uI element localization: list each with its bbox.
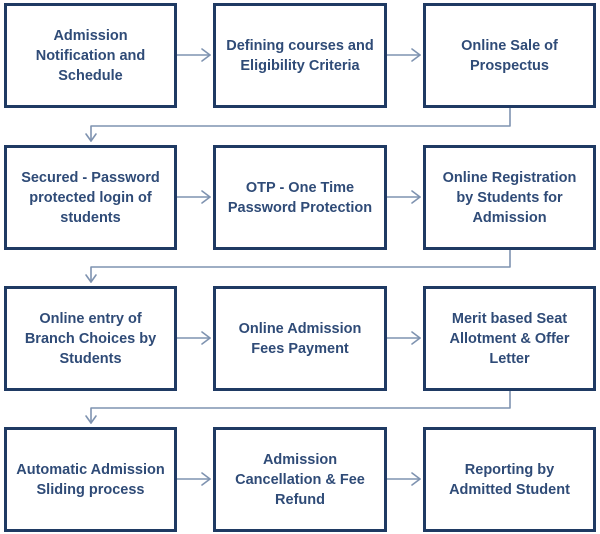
step-label: Automatic Admission Sliding process: [16, 461, 165, 498]
arrow-7-to-8: [176, 331, 211, 345]
step-label: Secured - Password protected login of st…: [21, 169, 160, 226]
step-seat-allotment: Merit based Seat Allotment & Offer Lette…: [423, 286, 596, 391]
arrow-10-to-11: [176, 472, 211, 486]
step-label: Reporting by Admitted Student: [449, 461, 570, 498]
step-label: Merit based Seat Allotment & Offer Lette…: [449, 310, 570, 367]
step-label: Online Sale of Prospectus: [461, 37, 558, 74]
arrow-6-to-7: [85, 249, 511, 283]
step-branch-choices: Online entry of Branch Choices by Studen…: [4, 286, 177, 391]
step-label: Online Registration by Students for Admi…: [442, 169, 577, 226]
arrow-11-to-12: [386, 472, 421, 486]
step-secured-login: Secured - Password protected login of st…: [4, 145, 177, 250]
step-admission-notification: Admission Notification and Schedule: [4, 3, 177, 108]
step-label: Online entry of Branch Choices by Studen…: [24, 310, 157, 367]
arrow-2-to-3: [386, 48, 421, 62]
step-admission-sliding: Automatic Admission Sliding process: [4, 427, 177, 532]
arrow-1-to-2: [176, 48, 211, 62]
step-label: Admission Notification and Schedule: [35, 27, 146, 84]
arrow-9-to-10: [85, 390, 511, 424]
step-otp-protection: OTP - One Time Password Protection: [213, 145, 387, 250]
step-online-registration: Online Registration by Students for Admi…: [423, 145, 596, 250]
step-defining-courses: Defining courses and Eligibility Criteri…: [213, 3, 387, 108]
arrow-5-to-6: [386, 190, 421, 204]
step-online-sale-prospectus: Online Sale of Prospectus: [423, 3, 596, 108]
step-fees-payment: Online Admission Fees Payment: [213, 286, 387, 391]
step-label: Admission Cancellation & Fee Refund: [235, 451, 365, 508]
step-label: Online Admission Fees Payment: [238, 320, 362, 357]
step-label: Defining courses and Eligibility Criteri…: [226, 37, 374, 74]
arrow-3-to-4: [85, 107, 511, 142]
arrow-8-to-9: [386, 331, 421, 345]
step-label: OTP - One Time Password Protection: [227, 179, 373, 216]
step-reporting: Reporting by Admitted Student: [423, 427, 596, 532]
step-cancellation-refund: Admission Cancellation & Fee Refund: [213, 427, 387, 532]
arrow-4-to-5: [176, 190, 211, 204]
